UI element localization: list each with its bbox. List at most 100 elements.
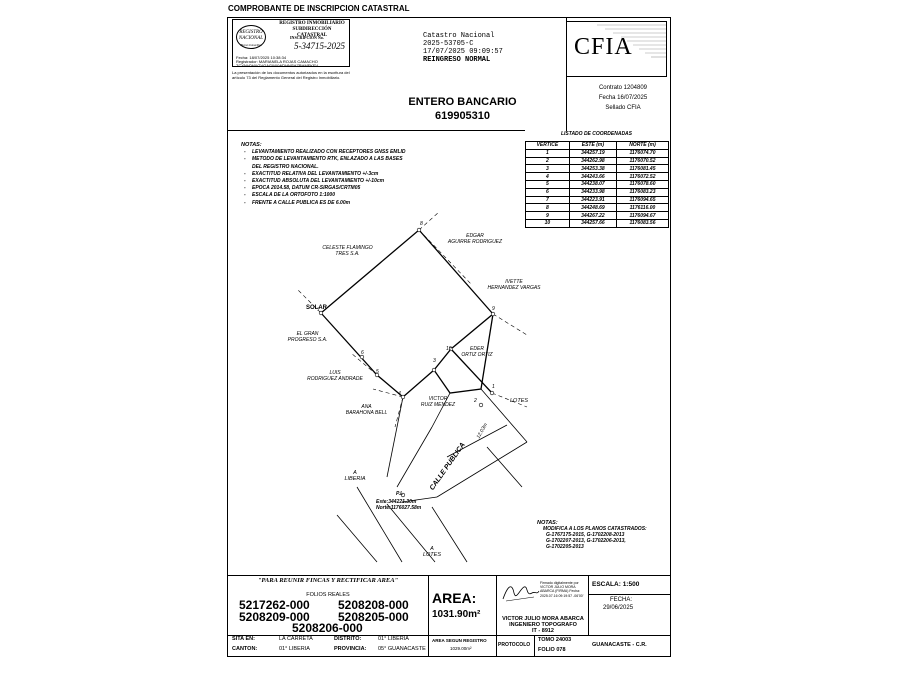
neighbor-victor: VICTOR RUIZ MENDEZ bbox=[420, 396, 456, 408]
street-line bbox=[431, 392, 451, 428]
street-line bbox=[486, 446, 523, 488]
vertex-label: 9 bbox=[492, 306, 495, 312]
solar-label: SOLAR bbox=[306, 305, 327, 311]
neighbor-line bbox=[372, 388, 404, 398]
lot-boundary bbox=[320, 229, 494, 398]
vertex-label: 5 bbox=[376, 369, 379, 375]
provincia-value: 05° GUANACASTE bbox=[378, 646, 426, 652]
folios-title: FOLIOS REALES bbox=[306, 592, 350, 598]
street-line bbox=[436, 441, 528, 498]
street-line bbox=[356, 486, 403, 563]
pi-norte: Norte:1176027.58m bbox=[376, 505, 422, 511]
neighbor-celeste: CELESTE FLAMINGO TRES S.A. bbox=[322, 245, 373, 257]
street-line bbox=[431, 506, 468, 563]
note-item: MODIFICA A LOS PLANOS CATASTRADOS: bbox=[543, 526, 647, 532]
cfia-text: CFIA bbox=[574, 34, 633, 60]
footer-hline-escala bbox=[588, 594, 671, 595]
street-line bbox=[401, 496, 438, 503]
neighbor-luis: LUIS RODRIGUEZ ANDRADE bbox=[307, 370, 363, 382]
neighbor-eder: EDER ORTIZ ORTIZ bbox=[461, 346, 493, 358]
note-item: ESCALA DE LA ORTOFOTO 1:1000 bbox=[243, 192, 406, 199]
folio-real: 5208206-000 bbox=[292, 621, 363, 635]
neighbor-line bbox=[296, 288, 322, 314]
cfia-contract: Contrato 1204809 Fecha 16/07/2025 Sellad… bbox=[598, 85, 648, 111]
notes-modifica: NOTAS: MODIFICA A LOS PLANOS CATASTRADOS… bbox=[537, 520, 647, 550]
neighbor-ana: ANA BARAHONA BELL bbox=[345, 404, 388, 416]
registro-stamp bbox=[232, 19, 350, 67]
coords-title: LISTADO DE COORDENADAS bbox=[560, 131, 633, 137]
pi-label: P.I. bbox=[396, 491, 403, 497]
date-label: FECHA: bbox=[610, 597, 633, 603]
street-line bbox=[336, 514, 378, 563]
protocolo-label: PROTOCOLO bbox=[498, 642, 531, 648]
vertex-label: 2 bbox=[474, 398, 477, 404]
note-item: METODO DE LEVANTAMIENTO RTK, ENLAZADO A … bbox=[243, 156, 406, 163]
folio-label: FOLIO 078 bbox=[538, 647, 566, 653]
inscripcion-label: INSCRIPCIÓN No. bbox=[290, 35, 324, 40]
distrito-label: DISTRITO: bbox=[334, 636, 362, 642]
footer-divider-2 bbox=[227, 635, 671, 636]
note-item: EXACTITUD RELATIVA DEL LEVANTAMIENTO +/-… bbox=[243, 171, 406, 178]
folio-real: 5208205-000 bbox=[338, 610, 409, 624]
lot-boundary-10 bbox=[450, 348, 493, 394]
canton-value: 01° LIBERIA bbox=[279, 646, 310, 652]
header-divider bbox=[227, 130, 525, 131]
registro-org: REGISTRO INMOBILIARIO SUBDIRECCIÓN CATAS… bbox=[279, 21, 345, 38]
lot-boundary-east bbox=[433, 313, 494, 394]
note-item: G-1702205-2013 bbox=[546, 544, 584, 550]
canton-label: CANTON: bbox=[232, 646, 258, 652]
coords-cell: 1176083.56 bbox=[615, 218, 670, 228]
note-item: DEL REGISTRO NACIONAL. bbox=[252, 163, 319, 170]
plan-drawing bbox=[296, 211, 528, 563]
lotes-direction: A LOTES bbox=[422, 546, 442, 558]
vertex-label: 7 bbox=[317, 307, 320, 313]
distrito-value: 01° LIBERIA bbox=[378, 636, 409, 642]
registro-hash: TCYNV0HYGVGAGWYWDHNSHZBHMFKFV bbox=[236, 63, 319, 68]
footer-divider bbox=[227, 575, 671, 576]
footer-vline-3 bbox=[588, 575, 589, 635]
registro-logo: REGISTRO NACIONAL Bienes Inmuebles bbox=[236, 25, 266, 49]
street-line bbox=[396, 426, 433, 488]
neighbor-edgar: EDGAR AGUIRRE RODRIGUEZ bbox=[447, 233, 503, 245]
engineer-block: VICTOR JULIO MORA ABARCA INGENIERO TOPOG… bbox=[502, 616, 584, 634]
sita-value: LA CARRETA bbox=[279, 636, 313, 642]
street-line bbox=[386, 396, 404, 478]
vertex-label: 4 bbox=[398, 391, 401, 397]
street-line bbox=[386, 503, 436, 563]
plan-sheet bbox=[227, 17, 671, 657]
neighbor-line bbox=[350, 352, 378, 376]
catastro-stamp: Catastro Nacional 2025-53705-C 17/07/202… bbox=[423, 32, 503, 64]
liberia-direction: A LIBERIA bbox=[344, 470, 366, 482]
inscripcion-number: 5-34715-2025 bbox=[294, 41, 345, 51]
sita-label: SITA EN: bbox=[232, 636, 255, 642]
neighbor-line bbox=[418, 229, 473, 286]
note-item: G-1767175-2015, G-1702208-2013 bbox=[546, 532, 625, 538]
entero-bancario: ENTERO BANCARIO 619905310 bbox=[408, 96, 517, 122]
footer-vline-1 bbox=[428, 575, 429, 657]
cfia-logo bbox=[566, 21, 667, 77]
vertex-label: 1 bbox=[492, 384, 495, 390]
registro-fecha: Fecha: 18/07/2025 10:38:34 bbox=[236, 55, 287, 60]
vertex-label: 3 bbox=[433, 358, 436, 364]
tomo-label: TOMO 24003 bbox=[538, 637, 572, 643]
area-registro-label: AREA SEGUN REGISTRO bbox=[432, 638, 487, 643]
note-item: G-1702207-2013, G-1702206-2013, bbox=[546, 538, 626, 544]
digital-signature: Firmado digitalmente por VICTOR JULIO MO… bbox=[540, 581, 584, 598]
cfia-stripes bbox=[597, 24, 666, 58]
document-title: COMPROBANTE DE INSCRIPCION CATASTRAL bbox=[228, 4, 410, 13]
folio-real: 5217262-000 bbox=[239, 598, 310, 612]
vertex-label: 8 bbox=[420, 221, 423, 227]
provincia-label: PROVINCIA: bbox=[334, 646, 367, 652]
area-registro-value: 1029.00m² bbox=[450, 646, 472, 651]
note-item: FRENTE A CALLE PUBLICA ES DE 6.00m bbox=[243, 200, 406, 207]
neighbor-line bbox=[491, 392, 528, 408]
coords-cell: 344257.66 bbox=[568, 218, 617, 228]
registro-legal: La presentación de los documentos autori… bbox=[232, 70, 350, 80]
neighbor-line bbox=[492, 313, 528, 336]
neighbor-line bbox=[394, 396, 404, 428]
registro-registrador: Registrador: MARIANELA ROJAS CAMACHO bbox=[236, 59, 318, 64]
scale-label: ESCALA: 1:500 bbox=[592, 581, 640, 588]
street-dim bbox=[446, 424, 508, 458]
